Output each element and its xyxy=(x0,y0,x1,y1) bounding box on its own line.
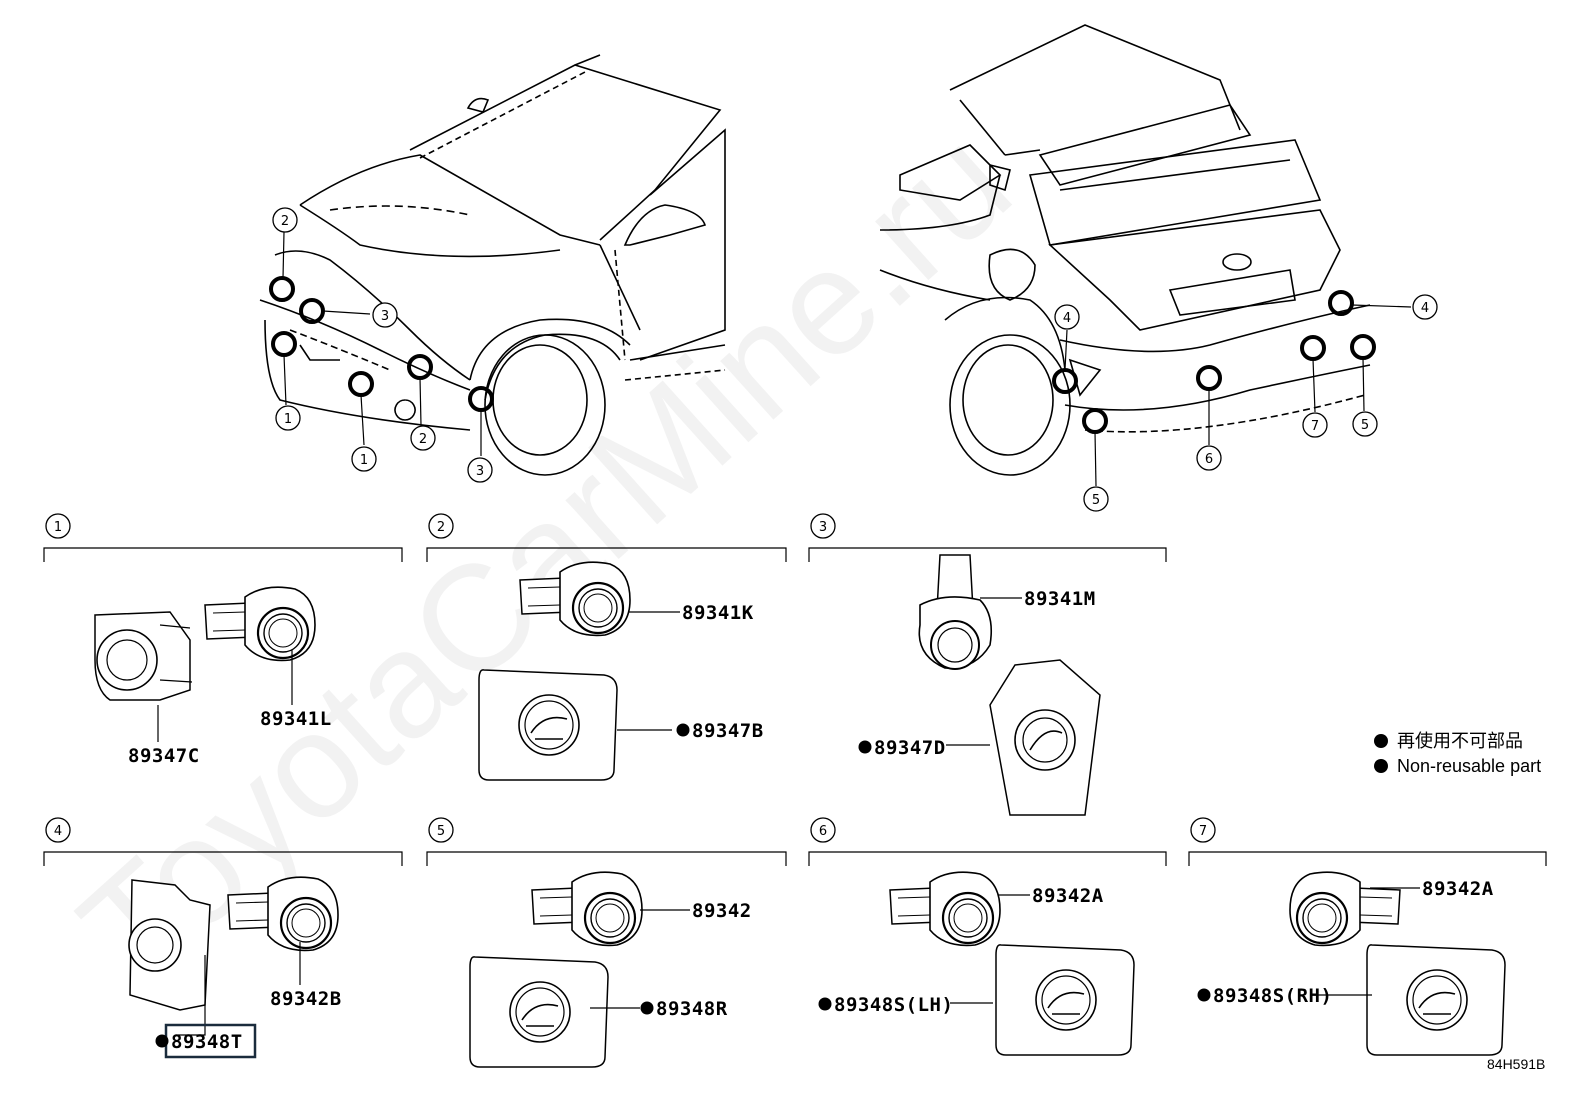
callout: 7 xyxy=(1302,412,1328,438)
sensor-89342A-LH-drawing xyxy=(888,871,1002,947)
watermark: ToyotaCarMine.ru xyxy=(49,97,1041,1014)
svg-text:2: 2 xyxy=(437,520,445,535)
callout: 2 xyxy=(410,425,436,451)
svg-text:6: 6 xyxy=(1205,452,1213,467)
callout: 5 xyxy=(1083,486,1109,512)
part-drawings xyxy=(94,554,1506,1068)
part-number-label: 89342B xyxy=(270,988,342,1010)
bracket-89348S-RH-drawing xyxy=(1366,944,1506,1056)
front-callouts: 2 3 1 1 2 3 xyxy=(272,207,493,483)
legend-bullet xyxy=(1374,734,1388,748)
part-number-label: 89342A xyxy=(1422,878,1494,900)
sensor-89341L-drawing xyxy=(203,586,317,662)
non-reusable-marker xyxy=(1197,988,1211,1002)
callout: 5 xyxy=(1352,411,1378,437)
callout: 1 xyxy=(275,405,301,431)
part-number-label: 89348S(LH) xyxy=(834,994,953,1016)
diagram-code: 84H591B xyxy=(1487,1056,1545,1072)
part-number-label: 89341K xyxy=(682,602,754,624)
rear-callouts: 4 4 5 6 7 5 xyxy=(1054,294,1438,512)
svg-text:1: 1 xyxy=(54,520,62,535)
svg-text:7: 7 xyxy=(1311,419,1319,434)
callout: 3 xyxy=(467,457,493,483)
svg-text:1: 1 xyxy=(284,412,292,427)
legend-bullet xyxy=(1374,759,1388,773)
callout: 1 xyxy=(351,446,377,472)
non-reusable-marker xyxy=(676,723,690,737)
bracket-89348T-drawing xyxy=(128,879,211,1011)
non-reusable-marker xyxy=(640,1001,654,1015)
svg-text:2: 2 xyxy=(419,432,427,447)
part-number-label: 89347C xyxy=(128,745,200,767)
part-number-label: 89348S(RH) xyxy=(1213,985,1332,1007)
section-number: 7 xyxy=(1190,817,1216,843)
svg-text:4: 4 xyxy=(54,824,62,839)
bracket-89348R-drawing xyxy=(469,956,609,1068)
svg-text:3: 3 xyxy=(819,520,827,535)
section-number: 1 xyxy=(45,513,71,539)
svg-text:3: 3 xyxy=(476,464,484,479)
part-number-label: 89348T xyxy=(171,1031,243,1053)
section-number-badges: 1 2 3 4 5 6 7 xyxy=(45,513,1216,843)
svg-text:4: 4 xyxy=(1421,301,1429,316)
legend: 再使用不可部品 Non-reusable part xyxy=(1374,731,1541,776)
svg-text:2: 2 xyxy=(281,214,289,229)
sensor-89342A-RH-drawing xyxy=(1288,871,1402,947)
callout: 6 xyxy=(1196,445,1222,471)
callout: 3 xyxy=(372,302,398,328)
section-number: 5 xyxy=(428,817,454,843)
callout: 2 xyxy=(272,207,298,233)
sensor-89342-drawing xyxy=(530,871,644,947)
section-number: 6 xyxy=(810,817,836,843)
section-number: 4 xyxy=(45,817,71,843)
bracket-89348S-LH-drawing xyxy=(995,944,1135,1056)
part-number-label: 89341M xyxy=(1024,588,1096,610)
svg-text:6: 6 xyxy=(819,824,827,839)
part-number-label: 89342 xyxy=(692,900,752,922)
non-reusable-marker xyxy=(155,1034,169,1048)
section-number: 2 xyxy=(428,513,454,539)
non-reusable-marker xyxy=(818,997,832,1011)
svg-text:5: 5 xyxy=(1092,493,1100,508)
callout: 4 xyxy=(1054,304,1080,330)
part-leader-lines xyxy=(157,597,1420,1036)
non-reusable-marker xyxy=(858,740,872,754)
legend-english: Non-reusable part xyxy=(1397,756,1541,776)
callout: 4 xyxy=(1412,294,1438,320)
svg-text:4: 4 xyxy=(1063,311,1071,326)
section-number: 3 xyxy=(810,513,836,539)
svg-text:1: 1 xyxy=(360,453,368,468)
rear-car-illustration xyxy=(879,24,1371,476)
front-sensor-rings xyxy=(269,276,494,412)
part-number-label: 89347D xyxy=(874,737,946,759)
part-number-label: 89347B xyxy=(692,720,764,742)
part-number-label: 89348R xyxy=(656,998,728,1020)
section-headers xyxy=(43,547,1547,866)
front-leader-lines xyxy=(282,231,482,456)
legend-japanese: 再使用不可部品 xyxy=(1397,731,1523,751)
svg-text:7: 7 xyxy=(1199,824,1207,839)
rear-leader-lines xyxy=(1064,304,1412,487)
part-labels: 89347C 89341L 89341K 89347B 89341M 89347… xyxy=(128,588,1494,1059)
svg-text:5: 5 xyxy=(437,824,445,839)
svg-text:3: 3 xyxy=(381,309,389,324)
svg-text:5: 5 xyxy=(1361,418,1369,433)
bracket-89347B-drawing xyxy=(478,669,618,781)
front-car-illustration xyxy=(259,54,726,476)
sensor-89341M-drawing xyxy=(918,554,993,670)
bezel-89347C-drawing xyxy=(94,611,193,701)
bracket-89347D-drawing xyxy=(989,659,1101,816)
part-number-label: 89342A xyxy=(1032,885,1104,907)
part-number-label: 89341L xyxy=(260,708,332,730)
